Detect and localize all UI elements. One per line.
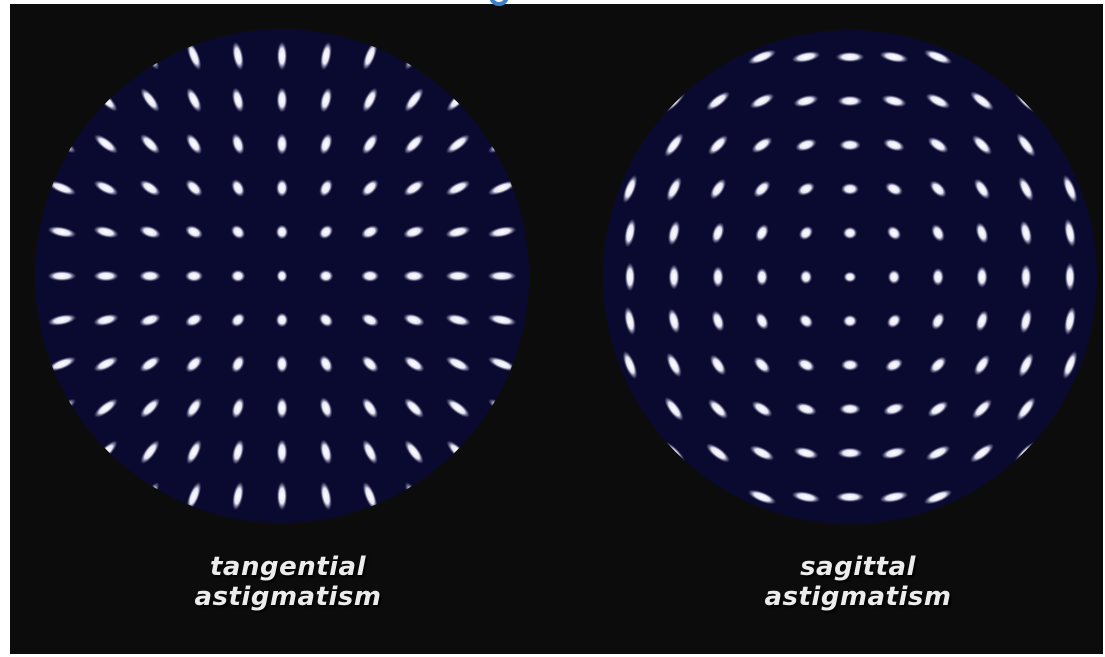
spot	[844, 272, 857, 283]
spot	[488, 271, 517, 281]
spot	[839, 139, 861, 150]
spot	[185, 270, 203, 282]
spot	[361, 270, 379, 282]
spot	[276, 179, 288, 197]
tangential-caption-line2: astigmatism	[108, 582, 468, 612]
spot	[1065, 263, 1075, 292]
spot	[277, 42, 287, 71]
sagittal-caption-line2: astigmatism	[678, 582, 1038, 612]
spot	[836, 52, 865, 62]
spot	[837, 96, 862, 107]
spot	[843, 227, 858, 239]
spot	[93, 271, 118, 282]
spot	[276, 133, 287, 155]
spot	[839, 403, 861, 414]
sagittal-caption: sagittal astigmatism	[678, 552, 1038, 612]
spot	[276, 355, 288, 373]
spot	[976, 266, 987, 288]
spot	[756, 268, 768, 286]
spot	[837, 448, 862, 459]
sagittal-caption-line1: sagittal	[678, 552, 1038, 582]
spot	[277, 482, 287, 511]
spot	[231, 270, 246, 282]
figure-frame: tangential astigmatism sagittal astigmat…	[10, 4, 1103, 654]
spot	[319, 270, 334, 282]
spot	[625, 263, 635, 292]
tangential-caption: tangential astigmatism	[108, 552, 468, 612]
spot	[276, 397, 287, 419]
spot	[800, 270, 812, 285]
spot	[841, 183, 859, 195]
spot	[1021, 264, 1032, 289]
spot	[277, 87, 288, 112]
spot	[836, 492, 865, 502]
spot	[276, 313, 288, 328]
spot	[445, 271, 470, 282]
spot	[932, 268, 944, 286]
spot	[841, 359, 859, 371]
spot	[403, 270, 425, 281]
spot	[669, 264, 680, 289]
tangential-spot-grid	[46, 40, 518, 512]
spot	[888, 270, 900, 285]
spot	[276, 225, 288, 240]
spot	[712, 266, 723, 288]
spot	[277, 270, 288, 283]
spot	[139, 270, 161, 281]
spot	[843, 315, 858, 327]
tangential-caption-line1: tangential	[108, 552, 468, 582]
spot	[48, 271, 77, 281]
spot	[277, 439, 288, 464]
